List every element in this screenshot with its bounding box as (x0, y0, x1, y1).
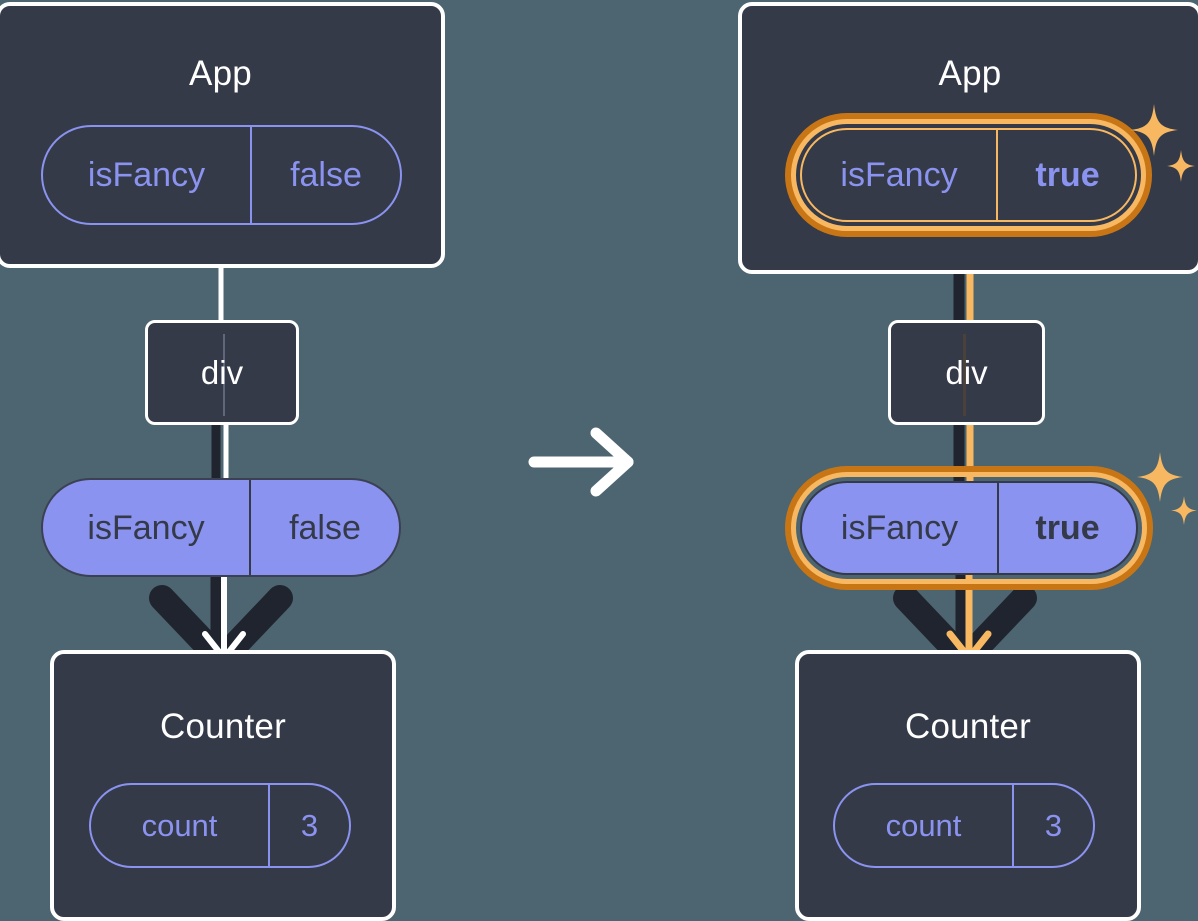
sparkle-icon-large (1130, 104, 1178, 156)
counter-state-name-after: count (885, 808, 962, 843)
prop-name-before: isFancy (87, 508, 205, 547)
div-element-box-before: div (145, 320, 299, 425)
app-state-pill-before[interactable]: isFancy false (41, 125, 402, 225)
prop-highlight-ring-outer-after (785, 466, 1153, 590)
sparkle-group-app-after (1130, 104, 1195, 182)
app-title-before: App (189, 54, 252, 93)
app-state-value-after: true (996, 130, 1137, 220)
sparkle-group-prop-after (1137, 452, 1197, 525)
counter-state-pill-before[interactable]: count 3 (89, 783, 351, 868)
prop-pill-before[interactable]: isFancy false (41, 478, 401, 577)
counter-title-before: Counter (160, 707, 286, 746)
prop-value-before: false (249, 480, 399, 575)
counter-state-pill-after[interactable]: count 3 (833, 783, 1095, 868)
counter-state-name-before: count (141, 808, 218, 843)
app-state-name-after: isFancy (840, 156, 958, 194)
sparkle-icon-small (1171, 496, 1197, 525)
div-inner-divider-after (963, 334, 966, 416)
prop-value-after: true (997, 483, 1136, 573)
div-label-after: div (945, 354, 988, 391)
app-state-pill-after[interactable]: isFancy true (800, 128, 1137, 222)
div-element-box-after: div (888, 320, 1045, 425)
prop-pill-after[interactable]: isFancy true (800, 481, 1138, 575)
app-title-after: App (938, 54, 1002, 93)
sparkle-icon-small (1167, 150, 1195, 182)
counter-title-after: Counter (905, 707, 1031, 746)
sparkle-icon-large (1137, 452, 1183, 502)
div-inner-divider-before (223, 334, 225, 416)
app-state-highlight-ring-outer-after (785, 113, 1152, 237)
app-state-value-before: false (250, 127, 400, 223)
app-state-name-before: isFancy (87, 156, 206, 194)
transition-arrow-icon (528, 427, 634, 497)
counter-state-value-after: 3 (1012, 785, 1093, 866)
div-label-before: div (200, 354, 244, 391)
prop-name-after: isFancy (840, 509, 959, 547)
counter-state-value-before: 3 (268, 785, 349, 866)
